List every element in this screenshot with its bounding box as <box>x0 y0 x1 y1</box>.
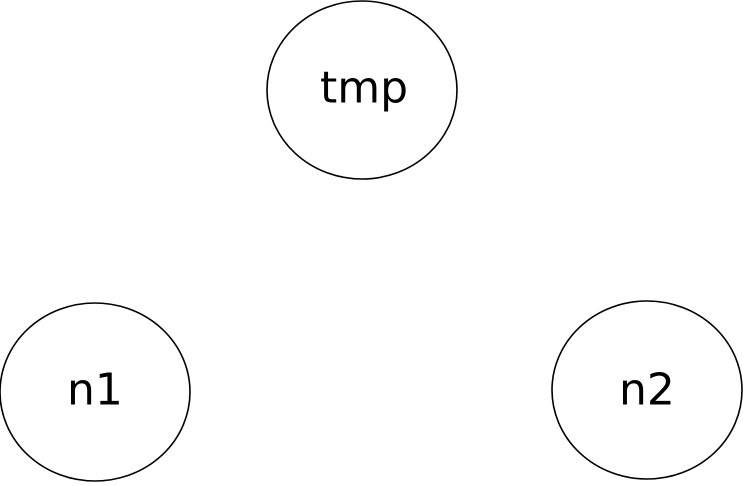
node-tmp-circle <box>266 0 458 180</box>
node-n2: n2 <box>551 300 743 480</box>
node-n1-circle <box>0 302 191 482</box>
node-n1-label: n1 <box>67 365 123 416</box>
node-n2-label: n2 <box>619 365 675 416</box>
node-tmp-label: tmp <box>320 63 408 114</box>
node-n2-circle <box>551 300 743 480</box>
node-tmp: tmp <box>266 0 458 180</box>
node-n1: n1 <box>0 302 191 482</box>
